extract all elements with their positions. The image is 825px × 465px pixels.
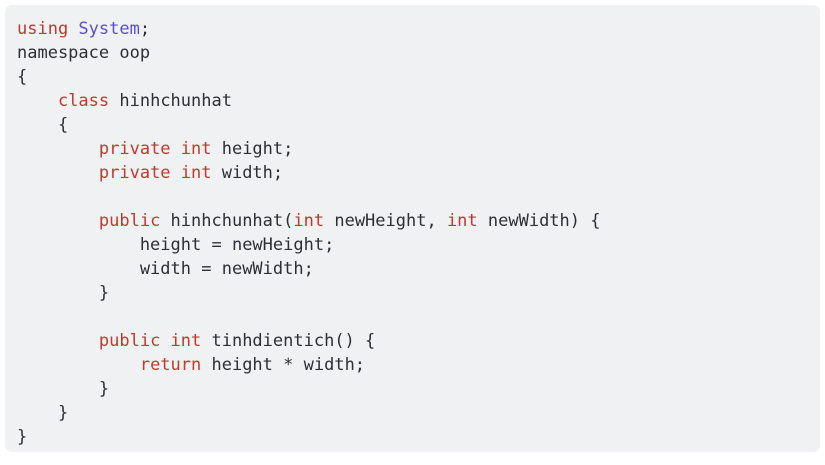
code-line: return height * width; (17, 353, 820, 377)
code-token-keyword: public int (98, 331, 212, 351)
code-token-plain: namespace oop (17, 43, 151, 63)
code-token-plain (17, 139, 99, 159)
code-token-plain (17, 331, 99, 351)
code-token-keyword: using (17, 19, 79, 39)
code-token-operator: * (283, 355, 294, 375)
code-line: { (17, 113, 820, 137)
code-line: height = newHeight; (17, 233, 820, 257)
code-token-plain: height (201, 355, 284, 375)
code-token-keyword: int (446, 211, 478, 231)
code-token-punct: } (17, 283, 110, 303)
code-token-punct: { (17, 67, 28, 87)
code-token-punct: } (17, 427, 28, 447)
code-line: private int height; (17, 137, 820, 161)
code-token-plain: height (17, 235, 212, 255)
code-token-punct: ; (139, 19, 151, 39)
code-token-plain (17, 91, 58, 111)
code-token-punct: } (17, 379, 110, 399)
code-line: private int width; (17, 161, 820, 185)
code-line (17, 305, 820, 329)
code-line (17, 185, 820, 209)
code-line: } (17, 425, 820, 449)
code-token-plain: hinhchunhat (119, 91, 232, 111)
code-token-plain: newHeight; (221, 235, 335, 255)
code-block[interactable]: using System;namespace oop{ class hinhch… (17, 17, 820, 449)
code-token-plain: newWidth; (211, 259, 314, 279)
code-token-plain (17, 163, 99, 183)
code-token-plain (17, 211, 99, 231)
code-token-identifier: tinhdientich (211, 331, 335, 351)
code-token-plain: newHeight, (324, 211, 447, 231)
code-line: { (17, 65, 820, 89)
code-line: public int tinhdientich() { (17, 329, 820, 353)
code-token-keyword: class (57, 91, 120, 111)
code-token-plain: newWidth) { (477, 211, 601, 231)
code-token-keyword: int (293, 211, 325, 231)
code-line: } (17, 401, 820, 425)
code-token-punct: ( (283, 211, 294, 231)
code-panel: using System;namespace oop{ class hinhch… (5, 5, 820, 452)
code-token-plain: height; (221, 139, 294, 159)
code-token-keyword: private int (98, 139, 222, 159)
code-token-punct: } (17, 403, 69, 423)
code-line: width = newWidth; (17, 257, 820, 281)
code-line: } (17, 377, 820, 401)
code-token-operator: = (211, 235, 222, 255)
code-token-plain (17, 355, 140, 375)
code-line: class hinhchunhat (17, 89, 820, 113)
code-line: namespace oop (17, 41, 820, 65)
code-token-keyword: return (139, 355, 202, 375)
code-line: public hinhchunhat(int newHeight, int ne… (17, 209, 820, 233)
code-token-operator: = (201, 259, 212, 279)
code-token-punct: { (17, 115, 69, 135)
code-token-punct: () { (334, 331, 376, 351)
code-token-type: System (78, 19, 140, 39)
code-token-plain: width; (293, 355, 366, 375)
code-line: using System; (17, 17, 820, 41)
code-token-plain: width; (221, 163, 284, 183)
code-token-identifier: hinhchunhat (170, 211, 284, 231)
code-token-plain: width (17, 259, 202, 279)
code-line: } (17, 281, 820, 305)
code-token-keyword: private int (98, 163, 222, 183)
code-token-keyword: public (98, 211, 171, 231)
